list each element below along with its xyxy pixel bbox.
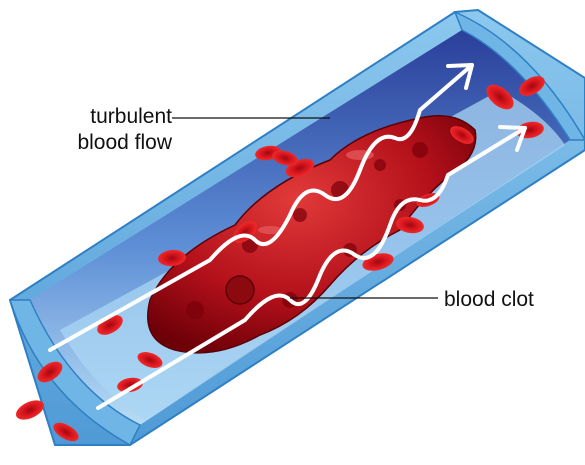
turbulent-label-line1: turbulent [52,104,172,130]
blood-clot-label: blood clot [444,287,534,313]
turbulent-blood-flow-label: turbulent blood flow [52,104,172,156]
turbulent-label-line2: blood flow [52,130,172,156]
